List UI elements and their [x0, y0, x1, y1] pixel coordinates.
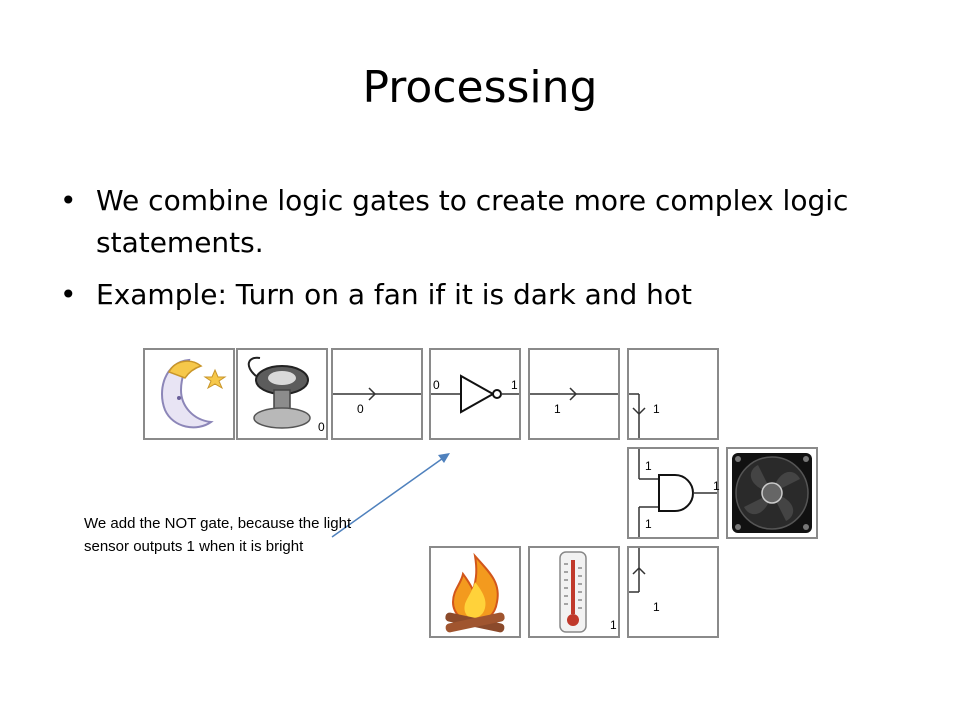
temperature-sensor-tile[interactable]: 1: [528, 546, 620, 638]
light-sensor-output-value: 0: [318, 420, 325, 434]
thermometer-icon: [559, 551, 587, 633]
fire-tile[interactable]: [429, 546, 521, 638]
slide-title: Processing: [362, 62, 598, 113]
corner-bottom-value: 1: [653, 600, 660, 614]
wire-corner-up-icon: [629, 548, 646, 593]
light-sensor-icon: [247, 356, 311, 429]
not-gate-input-value: 0: [433, 378, 440, 392]
wire-right-icon: [530, 387, 618, 401]
wire-right-icon: [333, 387, 421, 401]
not-gate-tile[interactable]: 0 1: [429, 348, 521, 440]
wire-corner-bottom-tile[interactable]: 1: [627, 546, 719, 638]
wire-1-value: 0: [357, 402, 364, 416]
moon-tile[interactable]: [143, 348, 235, 440]
moon-icon: [161, 358, 227, 429]
and-gate-output-value: 1: [713, 479, 720, 493]
bullet-item-2: Example: Turn on a fan if it is dark and…: [60, 274, 920, 316]
annotation-note: We add the NOT gate, because the light s…: [84, 515, 352, 555]
bullet-item-1: We combine logic gates to create more co…: [60, 180, 920, 264]
fire-icon: [445, 552, 505, 633]
and-gate-icon: [638, 449, 717, 537]
wire-2-value: 1: [554, 402, 561, 416]
wire-corner-down-icon: [629, 393, 646, 438]
fan-icon: [732, 453, 812, 533]
and-gate-tile[interactable]: 1 1 1: [627, 447, 720, 539]
temperature-sensor-output-value: 1: [610, 618, 617, 632]
wire-tile-1[interactable]: 0: [331, 348, 423, 440]
corner-top-value: 1: [653, 402, 660, 416]
fan-tile[interactable]: [726, 447, 818, 539]
not-gate-output-value: 1: [511, 378, 518, 392]
wire-corner-top-tile[interactable]: 1: [627, 348, 719, 440]
wire-tile-2[interactable]: 1: [528, 348, 620, 440]
light-sensor-tile[interactable]: 0: [236, 348, 328, 440]
and-gate-input-a-value: 1: [645, 459, 652, 473]
bullet-list: We combine logic gates to create more co…: [60, 180, 920, 326]
and-gate-input-b-value: 1: [645, 517, 652, 531]
not-gate-icon: [431, 374, 519, 414]
